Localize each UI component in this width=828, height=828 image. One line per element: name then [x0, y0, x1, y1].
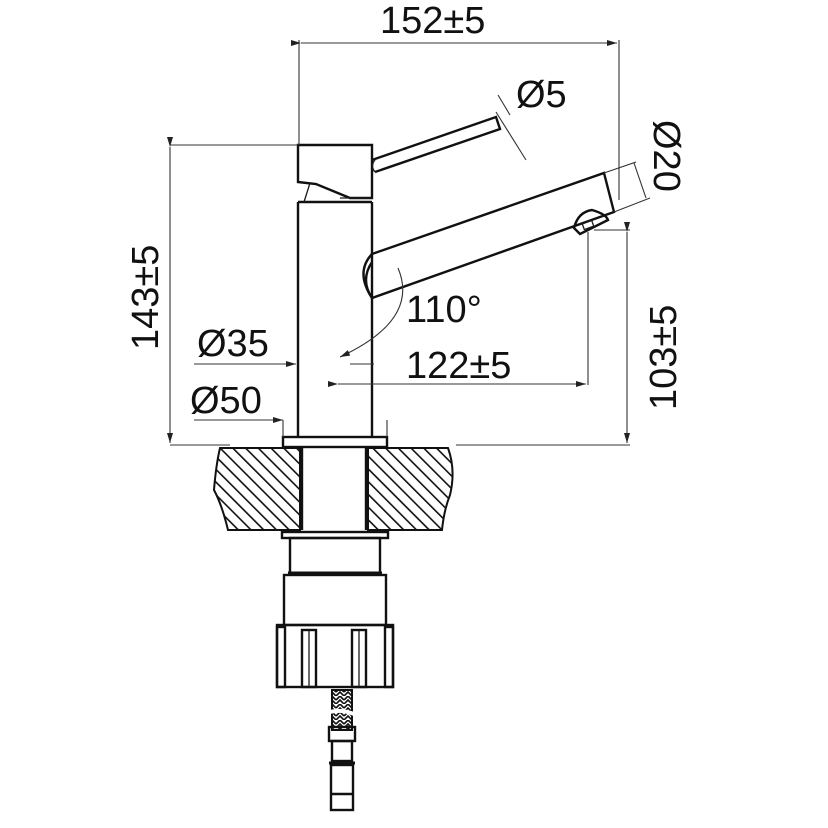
dim-spout-diameter: Ø20 [645, 120, 687, 192]
base-flange [281, 435, 389, 449]
dim-overall-height: 143±5 [125, 245, 167, 350]
flexible-hose [327, 689, 357, 812]
spout [362, 171, 616, 300]
dimension-lines [167, 40, 651, 446]
dim-overall-width: 152±5 [380, 0, 485, 42]
dim-spout-reach: 122±5 [406, 345, 511, 387]
mounting-nut [275, 530, 395, 689]
lever-handle [371, 115, 502, 174]
dim-lever-diameter: Ø5 [516, 74, 567, 116]
dim-body-diameter: Ø35 [197, 323, 269, 365]
dim-spout-height: 103±5 [643, 305, 685, 410]
dim-spout-angle: 110° [406, 289, 482, 331]
dim-base-diameter: Ø50 [190, 380, 262, 422]
lever-cap [296, 143, 374, 203]
countertop-section [212, 447, 454, 531]
mixer-body [296, 200, 374, 437]
